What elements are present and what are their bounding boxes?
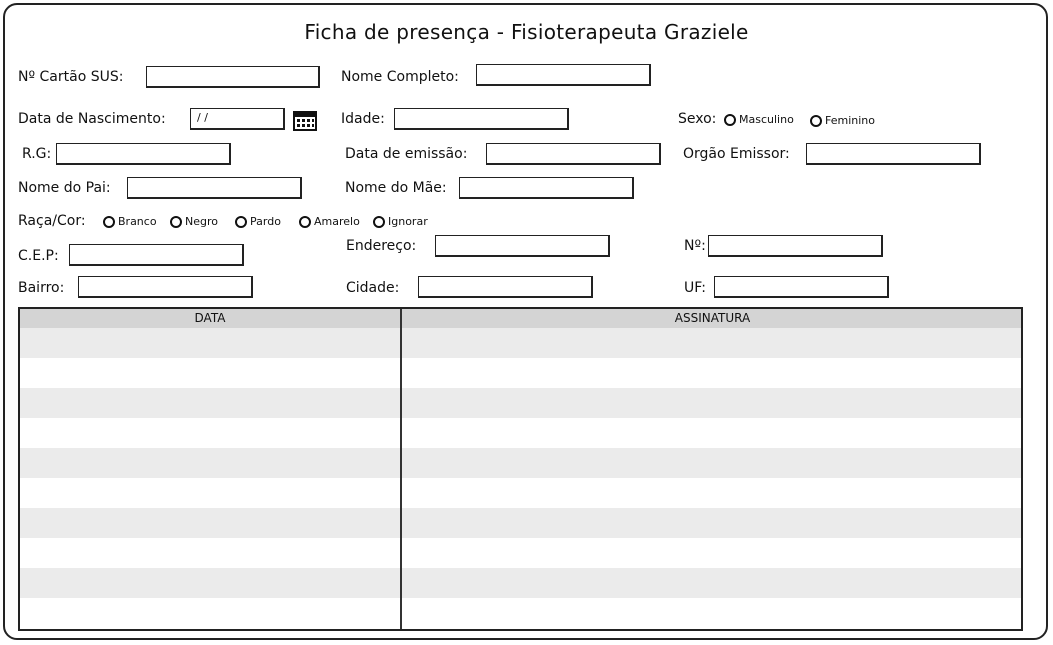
sexo-label: Sexo:	[678, 111, 717, 127]
column-divider	[400, 309, 402, 629]
calendar-icon[interactable]	[293, 110, 317, 132]
table-row[interactable]	[20, 598, 1021, 628]
table-row[interactable]	[20, 388, 1021, 418]
rg-input[interactable]	[56, 143, 231, 165]
raca-option-label: Branco	[118, 215, 157, 228]
attendance-table: DATA ASSINATURA	[18, 307, 1023, 631]
raca-option-label: Pardo	[250, 215, 281, 228]
raca-option-label: Amarelo	[314, 215, 360, 228]
table-row[interactable]	[20, 418, 1021, 448]
bairro-input[interactable]	[78, 276, 253, 298]
nome-completo-label: Nome Completo:	[341, 69, 459, 85]
raca-option-label: Ignorar	[388, 215, 428, 228]
cep-label: C.E.P:	[18, 248, 59, 264]
cidade-label: Cidade:	[346, 280, 400, 296]
numero-input[interactable]	[708, 235, 883, 257]
nome-pai-input[interactable]	[127, 177, 302, 199]
table-row[interactable]	[20, 448, 1021, 478]
cartao-sus-input[interactable]	[146, 66, 320, 88]
sexo-option-label: Masculino	[739, 113, 794, 126]
nome-mae-input[interactable]	[459, 177, 634, 199]
raca-option-label: Negro	[185, 215, 218, 228]
rg-label: R.G:	[22, 146, 52, 162]
raca-option-branco[interactable]: Branco	[103, 215, 157, 228]
data-nascimento-input[interactable]: / /	[190, 108, 285, 130]
nome-mae-label: Nome do Mãe:	[345, 180, 447, 196]
nome-pai-label: Nome do Pai:	[18, 180, 111, 196]
sexo-option-label: Feminino	[825, 114, 875, 127]
column-header-assinatura: ASSINATURA	[674, 311, 751, 325]
radio-icon	[724, 113, 736, 126]
cidade-input[interactable]	[418, 276, 593, 298]
uf-input[interactable]	[714, 276, 889, 298]
radio-icon	[170, 215, 182, 228]
raca-option-ignorar[interactable]: Ignorar	[373, 215, 428, 228]
endereco-label: Endereço:	[346, 238, 417, 254]
table-row[interactable]	[20, 478, 1021, 508]
nome-completo-input[interactable]	[476, 64, 651, 86]
bairro-label: Bairro:	[18, 280, 65, 296]
raca-option-amarelo[interactable]: Amarelo	[299, 215, 360, 228]
orgao-emissor-label: Orgão Emissor:	[683, 146, 790, 162]
cep-input[interactable]	[69, 244, 244, 266]
table-header: DATA ASSINATURA	[20, 309, 1021, 328]
radio-icon	[103, 215, 115, 228]
endereco-input[interactable]	[435, 235, 610, 257]
radio-icon	[235, 215, 247, 228]
radio-icon	[373, 215, 385, 228]
idade-label: Idade:	[341, 111, 385, 127]
form-frame	[3, 3, 1048, 640]
table-row[interactable]	[20, 508, 1021, 538]
page-title: Ficha de presença - Fisioterapeuta Grazi…	[304, 20, 749, 44]
table-row[interactable]	[20, 538, 1021, 568]
data-nascimento-label: Data de Nascimento:	[18, 111, 166, 127]
raca-option-pardo[interactable]: Pardo	[235, 215, 281, 228]
data-emissao-input[interactable]	[486, 143, 661, 165]
numero-label: Nº:	[684, 238, 706, 254]
table-row[interactable]	[20, 328, 1021, 358]
uf-label: UF:	[684, 280, 706, 296]
sexo-option-feminino[interactable]: Feminino	[810, 114, 875, 127]
table-row[interactable]	[20, 358, 1021, 388]
idade-input[interactable]	[394, 108, 569, 130]
raca-option-negro[interactable]: Negro	[170, 215, 218, 228]
radio-icon	[299, 215, 311, 228]
sexo-option-masculino[interactable]: Masculino	[724, 113, 794, 126]
data-emissao-label: Data de emissão:	[345, 146, 468, 162]
raca-cor-label: Raça/Cor:	[18, 213, 86, 229]
table-row[interactable]	[20, 568, 1021, 598]
radio-icon	[810, 114, 822, 127]
cartao-sus-label: Nº Cartão SUS:	[18, 69, 124, 85]
orgao-emissor-input[interactable]	[806, 143, 981, 165]
column-header-data: DATA	[194, 311, 226, 325]
